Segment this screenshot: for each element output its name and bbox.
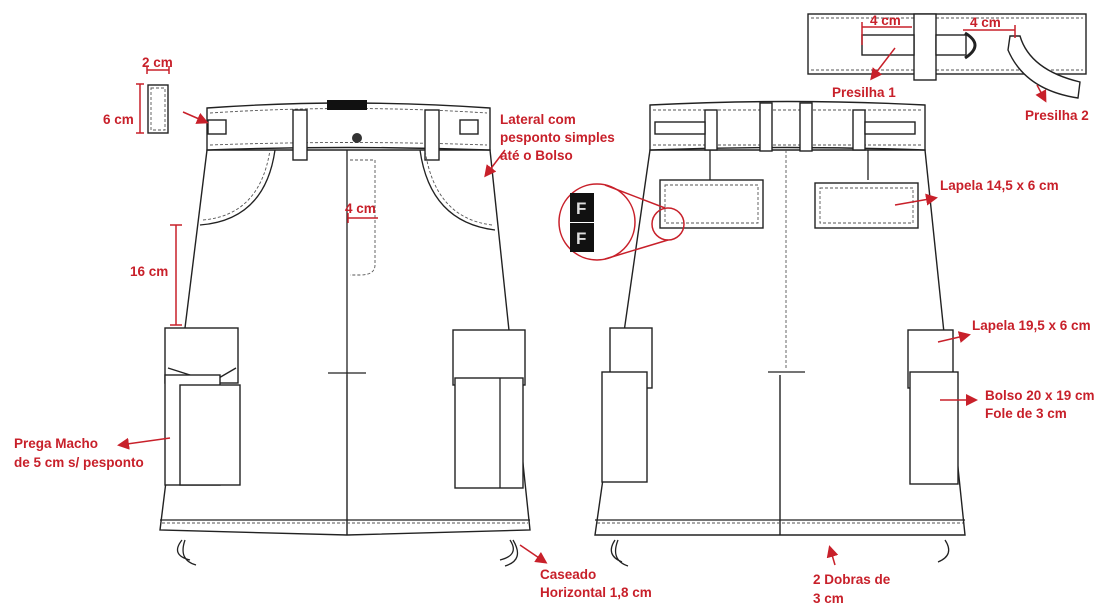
- side-seam-label-2: pesponto simples: [500, 130, 615, 145]
- svg-text:F: F: [576, 229, 586, 248]
- cargo-flap-label: Lapela 19,5 x 6 cm: [972, 318, 1091, 333]
- svg-text:F: F: [576, 199, 586, 218]
- loop2-dimension-label: 4 cm: [970, 15, 1001, 30]
- hem-label-2: 3 cm: [813, 591, 844, 606]
- back-flap-label: Lapela 14,5 x 6 cm: [940, 178, 1059, 193]
- waistband-loop-detail: [807, 13, 1087, 103]
- logo-icon: [570, 223, 594, 252]
- fly-width-label: 4 cm: [345, 201, 376, 216]
- buttonhole-label-2: Horizontal 1,8 cm: [540, 585, 652, 600]
- loop1-dimension-label: 4 cm: [870, 13, 901, 28]
- hem-label-1: 2 Dobras de: [813, 572, 891, 587]
- loop2-label: Presilha 2: [1025, 108, 1089, 123]
- side-seam-label-1: Lateral com: [500, 112, 576, 127]
- front-view-shorts: [159, 100, 531, 567]
- buttonhole-label-1: Caseado: [540, 567, 596, 582]
- loop1-label: Presilha 1: [832, 85, 896, 100]
- belt-loop-width-label: 2 cm: [142, 55, 173, 70]
- back-view-shorts: F F: [558, 100, 966, 567]
- pleat-label-1: Prega Macho: [14, 436, 98, 451]
- side-seam-label-3: até o Bolso: [500, 148, 573, 163]
- cargo-pocket-label-1: Bolso 20 x 19 cm: [985, 388, 1095, 403]
- logo-zoom-circle: [558, 183, 636, 261]
- cargo-pocket-label-2: Fole de 3 cm: [985, 406, 1067, 421]
- logo-icon: [570, 193, 594, 222]
- pocket-height-label: 16 cm: [130, 264, 168, 279]
- pleat-label-2: de 5 cm s/ pesponto: [14, 455, 144, 470]
- belt-loop-height-label: 6 cm: [103, 112, 134, 127]
- belt-loop-detail: [136, 66, 209, 134]
